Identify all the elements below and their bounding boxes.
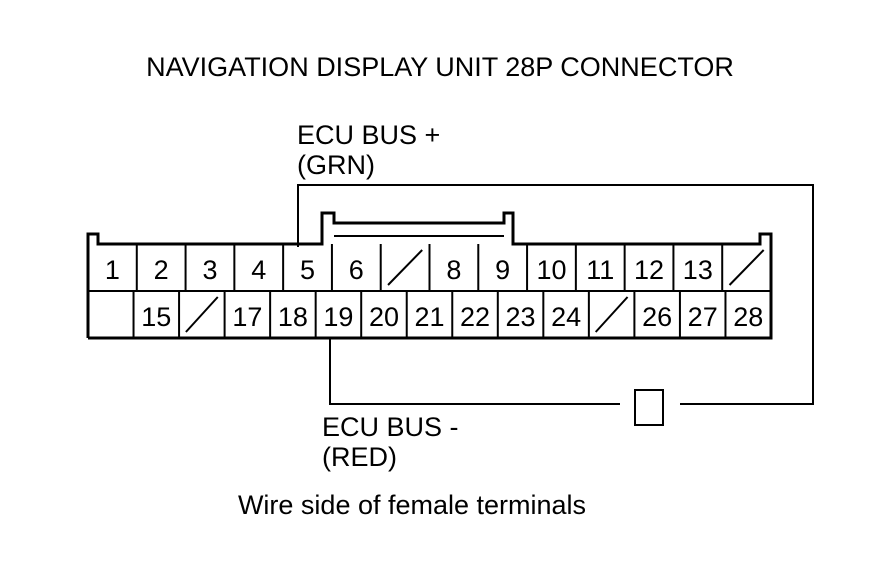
pin-9: 9: [495, 255, 510, 285]
connector-bottom-row: 15 17 18 19 20 21 22 23 24 26 27 28: [132, 291, 763, 338]
diagram-caption: Wire side of female terminals: [238, 490, 586, 520]
pin-20: 20: [369, 302, 399, 332]
ecu-bus-plus-color: (GRN): [297, 150, 375, 180]
pin-10: 10: [536, 255, 566, 285]
pin-26: 26: [642, 302, 672, 332]
pin-12: 12: [634, 255, 664, 285]
pin-23: 23: [506, 302, 536, 332]
diagram-title: NAVIGATION DISPLAY UNIT 28P CONNECTOR: [146, 52, 734, 82]
ecu-bus-plus-wire: [297, 184, 814, 405]
empty-cavity-slash: [728, 249, 765, 286]
inline-connector-box: [634, 389, 664, 426]
pin-22: 22: [460, 302, 490, 332]
pin-1: 1: [105, 255, 120, 285]
pin-11: 11: [586, 255, 614, 285]
pin-5: 5: [300, 255, 315, 285]
pin-4: 4: [251, 255, 266, 285]
pin-2: 2: [154, 255, 169, 285]
pin-27: 27: [688, 302, 718, 332]
empty-cavity-slash: [185, 296, 219, 333]
pin-19: 19: [323, 302, 353, 332]
ecu-bus-plus-label: ECU BUS +: [297, 120, 440, 150]
pin-8: 8: [446, 255, 461, 285]
ecu-bus-minus-label: ECU BUS -: [322, 412, 459, 442]
ecu-bus-minus-wire: [329, 337, 620, 405]
empty-cavity-slash: [594, 296, 629, 333]
pin-24: 24: [551, 302, 581, 332]
pin-3: 3: [202, 255, 217, 285]
pin-15: 15: [141, 302, 171, 332]
pin-21: 21: [414, 302, 444, 332]
empty-cavity-slash: [387, 249, 423, 286]
ecu-bus-minus-color: (RED): [322, 442, 397, 472]
pin-6: 6: [349, 255, 364, 285]
pin-18: 18: [278, 302, 308, 332]
pin-28: 28: [733, 302, 763, 332]
pin-17: 17: [232, 302, 262, 332]
pin-13: 13: [683, 255, 713, 285]
